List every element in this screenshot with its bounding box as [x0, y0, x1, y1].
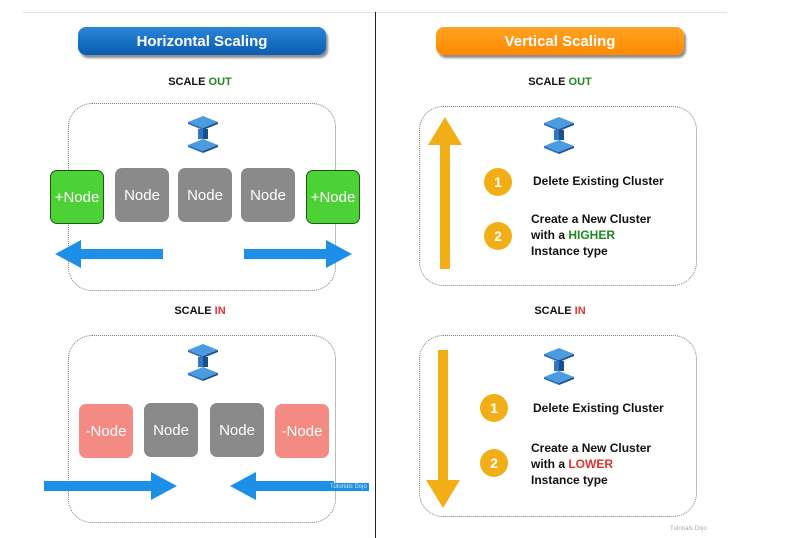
add-node-right: +Node [306, 170, 360, 224]
remove-node-right: -Node [275, 404, 329, 458]
step-text: Create a New Cluster with a LOWER Instan… [531, 441, 652, 487]
step-text: Delete Existing Cluster [533, 401, 664, 415]
panel-divider [375, 12, 376, 538]
add-node-left: +Node [50, 170, 104, 224]
step-number: 2 [480, 449, 508, 477]
arrow-right-icon [244, 240, 352, 268]
node: Node [178, 168, 232, 222]
arrow-left-icon [230, 472, 334, 500]
node: Node [241, 168, 295, 222]
horizontal-scaling-title: Horizontal Scaling [78, 27, 326, 55]
arrow-up-icon [428, 117, 462, 269]
step-text: Delete Existing Cluster [533, 174, 664, 188]
arrow-right-icon [44, 472, 177, 500]
h-scale-in-label: SCALE IN [174, 305, 226, 317]
step-number: 1 [484, 168, 512, 196]
elasticsearch-logo-icon [544, 117, 574, 154]
step-number: 2 [484, 222, 512, 250]
elasticsearch-logo-icon [188, 116, 218, 153]
v-scale-in-label: SCALE IN [534, 305, 586, 317]
h-scale-out-label: SCALE OUT [168, 76, 232, 88]
node: Node [210, 403, 264, 457]
h-scale-in-box [68, 335, 336, 523]
elasticsearch-logo-icon [188, 344, 218, 381]
v-scale-in-box [419, 335, 697, 517]
node: Node [144, 403, 198, 457]
vertical-scaling-title: Vertical Scaling [436, 27, 684, 55]
remove-node-left: -Node [79, 404, 133, 458]
elasticsearch-logo-icon [544, 348, 574, 385]
node: Node [115, 168, 169, 222]
arrow-left-icon [55, 240, 163, 268]
v-scale-out-label: SCALE OUT [528, 76, 592, 88]
v-scale-out-box [419, 106, 697, 286]
top-rule [22, 12, 727, 13]
step-text: Create a New Cluster with a HIGHER Insta… [531, 212, 652, 258]
step-number: 1 [480, 394, 508, 422]
arrow-down-icon [426, 350, 460, 508]
watermark: Tutorials Dojo [670, 526, 707, 532]
watermark: Tutorials Dojo [328, 483, 369, 491]
